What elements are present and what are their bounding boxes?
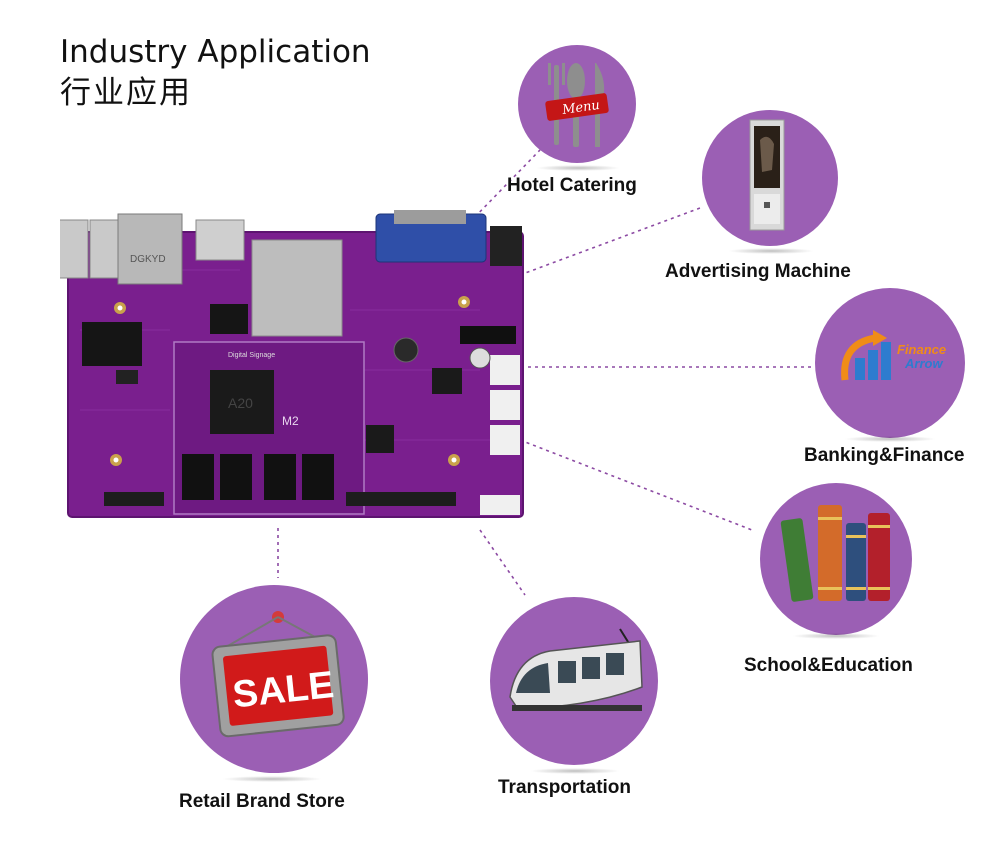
sale-sign-icon: SALE bbox=[211, 611, 345, 738]
page-title: Industry Application bbox=[60, 34, 371, 70]
school-education-label: School&Education bbox=[744, 655, 913, 676]
menu-badge-text: Menu bbox=[560, 98, 600, 118]
board-chip-text: A20 bbox=[228, 395, 253, 411]
kiosk-display-icon bbox=[749, 119, 785, 231]
banking-finance-label: Banking&Finance bbox=[804, 445, 965, 466]
tram-icon bbox=[509, 628, 643, 711]
hotel-catering-shadow bbox=[536, 165, 620, 171]
finance-arrow-logo: Finance Arrow bbox=[841, 330, 946, 381]
board-brand-text: DGKYD bbox=[130, 254, 166, 265]
transportation-circle bbox=[490, 597, 658, 765]
school-education-circle bbox=[760, 483, 912, 635]
connector-transport bbox=[479, 529, 526, 596]
school-education-shadow bbox=[792, 633, 880, 639]
advertising-machine-label: Advertising Machine bbox=[665, 261, 851, 282]
transportation-label: Transportation bbox=[498, 777, 632, 798]
advertising-machine-shadow bbox=[728, 248, 814, 254]
board-silk-text: Digital Signage bbox=[228, 352, 275, 359]
hotel-catering-circle: Menu bbox=[518, 45, 636, 163]
retail-brand-store-circle: SALE bbox=[180, 585, 368, 773]
banking-finance-circle: Finance Arrow bbox=[815, 288, 965, 438]
page-title-cn: 行业应用 bbox=[60, 75, 192, 111]
retail-brand-store-label: Retail Brand Store bbox=[179, 791, 345, 812]
transportation-shadow bbox=[530, 768, 620, 774]
hotel-catering-label: Hotel Catering bbox=[507, 175, 637, 196]
connector-hotel bbox=[469, 149, 541, 223]
motherboard-image: DGKYD Digital Signage A20 M2 bbox=[60, 210, 524, 518]
books-icon bbox=[780, 505, 890, 602]
svg-text:Finance: Finance bbox=[897, 342, 946, 357]
advertising-machine-circle bbox=[702, 110, 838, 246]
svg-text:Arrow: Arrow bbox=[904, 356, 943, 371]
retail-brand-store-shadow bbox=[222, 776, 322, 782]
board-module-text: M2 bbox=[282, 414, 299, 428]
connector-school bbox=[519, 439, 753, 531]
menu-cutlery-icon: Menu bbox=[545, 63, 609, 147]
banking-finance-shadow bbox=[844, 436, 936, 442]
